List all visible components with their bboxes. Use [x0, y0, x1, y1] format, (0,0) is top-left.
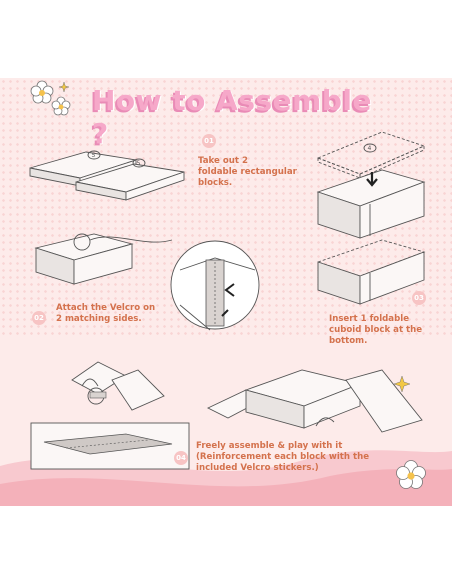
sparkle-icon	[393, 375, 411, 393]
step-01-line: foldable rectangular	[198, 167, 297, 177]
step-03-line: Insert 1 foldable	[329, 314, 410, 324]
step4-velcro-sticker-illustration	[30, 422, 190, 470]
step-04-line: Freely assemble & play with it	[196, 441, 343, 451]
step-02-line: Attach the Velcro on	[56, 303, 156, 313]
step-badge-01: 01	[202, 134, 216, 148]
flower-icon	[30, 80, 71, 116]
block-label: 5	[137, 160, 141, 167]
step-badge-03: 03	[412, 291, 426, 305]
step4-tunnel-small-illustration	[71, 361, 165, 411]
step-04-line: (Reinforcement each block with the	[196, 452, 370, 462]
step4-playset-illustration	[206, 369, 423, 433]
step-01-line: Take out 2	[198, 156, 248, 166]
step-01-line: blocks.	[198, 178, 233, 188]
step-04-text: Freely assemble & play with it (Reinforc…	[196, 441, 369, 474]
step-badge-04: 04	[174, 451, 188, 465]
block-label: 4	[368, 145, 372, 152]
velcro-detail-illustration	[170, 240, 260, 331]
step-02-line: 2 matching sides.	[56, 314, 142, 324]
page-title: How to Assemble ?	[92, 84, 372, 150]
step-03-line: bottom.	[329, 336, 368, 346]
step-01-text: Take out 2 foldable rectangular blocks.	[198, 156, 297, 189]
step1-rectangular-blocks-illustration: 5 5	[29, 150, 185, 201]
step-03-line: cuboid block at the	[329, 325, 423, 335]
step-03-text: Insert 1 foldable cuboid block at the bo…	[329, 314, 422, 347]
flower-icon	[396, 460, 426, 489]
step-02-text: Attach the Velcro on 2 matching sides.	[56, 303, 155, 325]
step2-open-box-illustration	[34, 233, 173, 285]
step3-cuboid-block-illustration: 4	[316, 131, 426, 305]
step-badge-02: 02	[32, 311, 46, 325]
step-04-line: included Velcro stickers.)	[196, 463, 319, 473]
block-label: 5	[92, 152, 96, 159]
